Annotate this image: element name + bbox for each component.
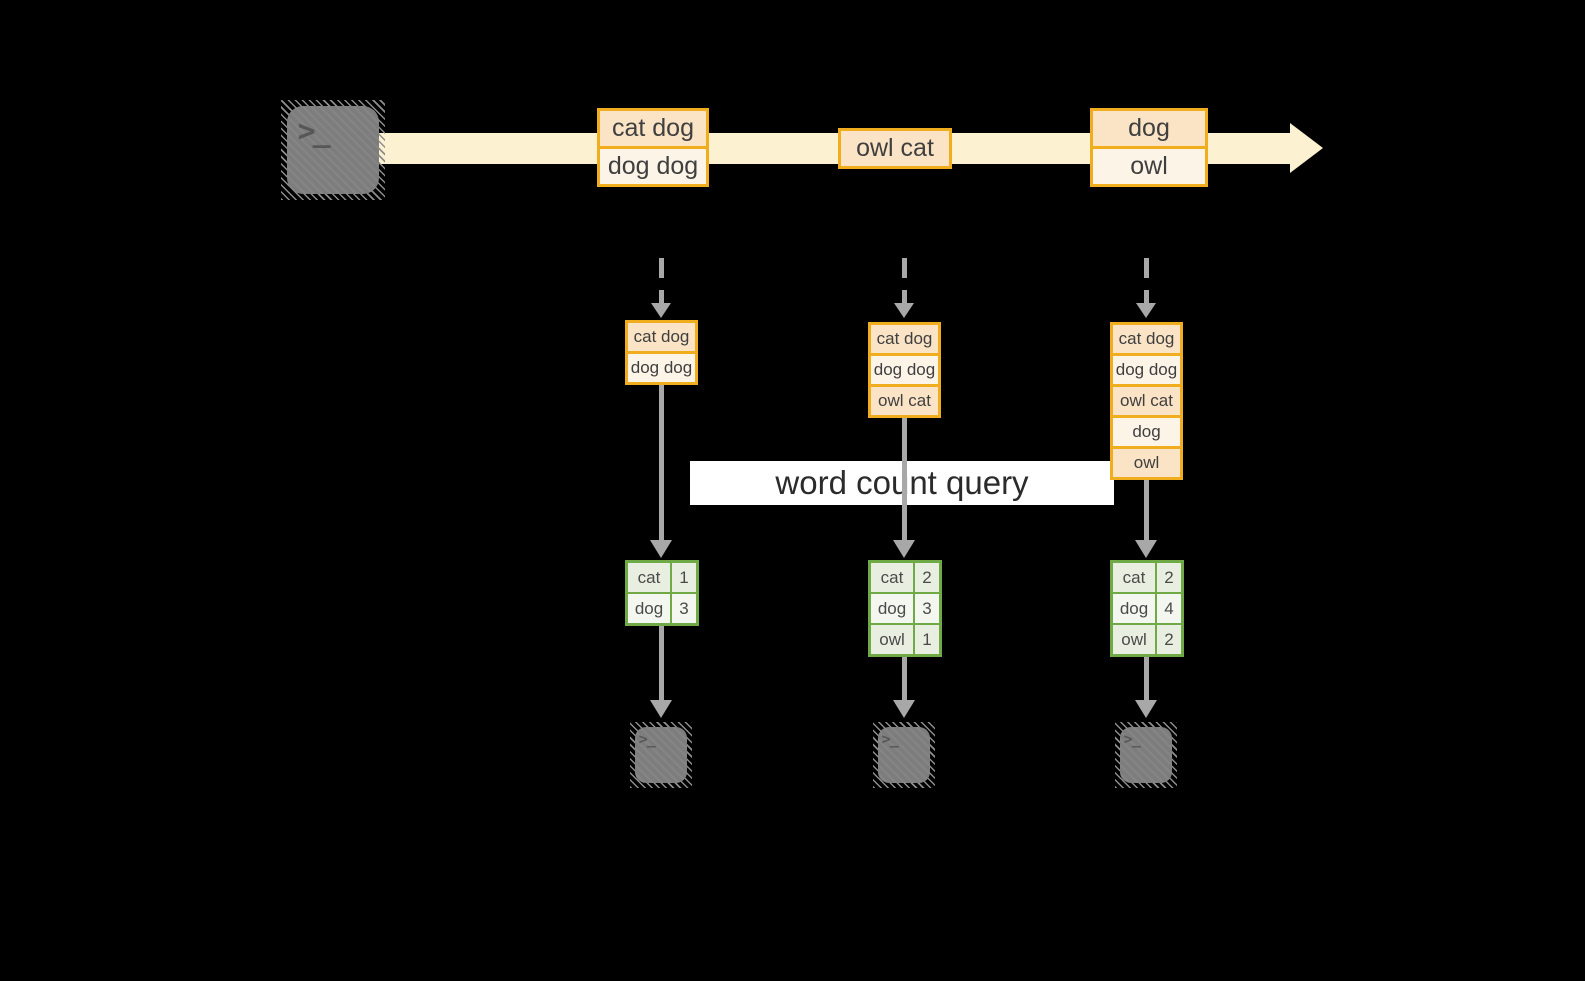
output-arrow-head-1 (650, 700, 672, 718)
state-row: cat dog (628, 323, 695, 351)
state-row: cat dog (1113, 325, 1180, 353)
query-arrow-line-3 (1144, 480, 1149, 540)
count-word-cell: owl (1113, 625, 1155, 654)
count-word-cell: owl (871, 625, 913, 654)
ingest-arrow-head-3 (1136, 303, 1156, 318)
query-arrow-head-1 (650, 540, 672, 558)
ingest-arrow-line-3 (1144, 258, 1149, 304)
state-row: dog dog (628, 354, 695, 382)
count-value-cell: 3 (672, 594, 696, 623)
terminal-prompt-glyph: >_ (1123, 729, 1141, 748)
stream-event-batch-3: dog owl (1090, 108, 1208, 187)
query-label: word count query (775, 464, 1029, 501)
stream-event-row: dog (1093, 111, 1205, 146)
count-word-cell: dog (871, 594, 913, 623)
stream-event-row: owl (1093, 149, 1205, 184)
count-value-cell: 1 (672, 563, 696, 592)
terminal-screen (287, 106, 379, 194)
query-arrow-line-1 (659, 385, 664, 540)
count-word-cell: cat (871, 563, 913, 592)
stream-event-row: dog dog (600, 149, 706, 184)
output-arrow-head-2 (893, 700, 915, 718)
count-word-cell: dog (1113, 594, 1155, 623)
state-row: owl (1113, 449, 1180, 477)
state-row: dog dog (1113, 356, 1180, 384)
count-value-cell: 3 (915, 594, 939, 623)
ingest-arrow-line-2 (902, 258, 907, 304)
terminal-screen (635, 727, 687, 783)
state-row: dog dog (871, 356, 938, 384)
query-arrow-line-2 (902, 418, 907, 540)
terminal-screen (1120, 727, 1172, 783)
terminal-prompt-glyph: >_ (297, 114, 331, 149)
output-arrow-head-3 (1135, 700, 1157, 718)
state-buffer-2: cat dog dog dog owl cat (868, 322, 941, 418)
state-buffer-3: cat dog dog dog owl cat dog owl (1110, 322, 1183, 480)
ingest-arrow-head-1 (651, 303, 671, 318)
source-terminal-icon: >_ (281, 100, 385, 200)
terminal-prompt-glyph: >_ (881, 729, 899, 748)
count-value-cell: 2 (1157, 563, 1181, 592)
output-arrow-line-2 (902, 657, 907, 700)
count-value-cell: 4 (1157, 594, 1181, 623)
terminal-prompt-glyph: >_ (638, 729, 656, 748)
state-row: owl cat (871, 387, 938, 415)
stream-arrow-head-icon (1290, 123, 1323, 173)
count-table-1: cat 1 dog 3 (625, 560, 699, 626)
state-row: owl cat (1113, 387, 1180, 415)
sink-terminal-icon-3: >_ (1115, 722, 1177, 788)
output-arrow-line-1 (659, 626, 664, 700)
stream-event-row: owl cat (841, 131, 949, 166)
count-word-cell: dog (628, 594, 670, 623)
count-value-cell: 1 (915, 625, 939, 654)
state-buffer-1: cat dog dog dog (625, 320, 698, 385)
count-word-cell: cat (1113, 563, 1155, 592)
query-arrow-head-2 (893, 540, 915, 558)
state-row: dog (1113, 418, 1180, 446)
terminal-screen (878, 727, 930, 783)
ingest-arrow-head-2 (894, 303, 914, 318)
count-table-3: cat 2 dog 4 owl 2 (1110, 560, 1184, 657)
state-row: cat dog (871, 325, 938, 353)
output-arrow-line-3 (1144, 657, 1149, 700)
query-arrow-head-3 (1135, 540, 1157, 558)
sink-terminal-icon-2: >_ (873, 722, 935, 788)
stream-event-row: cat dog (600, 111, 706, 146)
count-word-cell: cat (628, 563, 670, 592)
count-value-cell: 2 (915, 563, 939, 592)
stream-event-batch-1: cat dog dog dog (597, 108, 709, 187)
stream-event-batch-2: owl cat (838, 128, 952, 169)
ingest-arrow-line-1 (659, 258, 664, 304)
count-value-cell: 2 (1157, 625, 1181, 654)
sink-terminal-icon-1: >_ (630, 722, 692, 788)
count-table-2: cat 2 dog 3 owl 1 (868, 560, 942, 657)
